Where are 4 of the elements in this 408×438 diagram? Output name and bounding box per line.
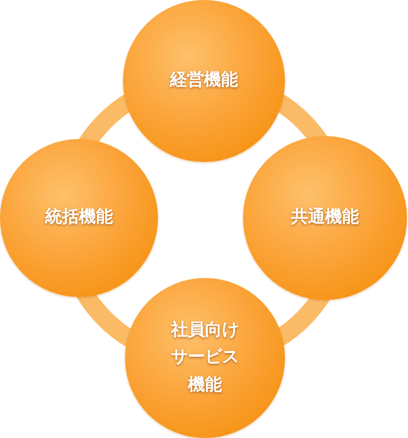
node-label: 経営機能	[170, 69, 238, 92]
node-label: 社員向けサービス機能	[170, 319, 240, 397]
node-label: 統括機能	[45, 206, 113, 230]
node-label: 共通機能	[291, 206, 359, 230]
